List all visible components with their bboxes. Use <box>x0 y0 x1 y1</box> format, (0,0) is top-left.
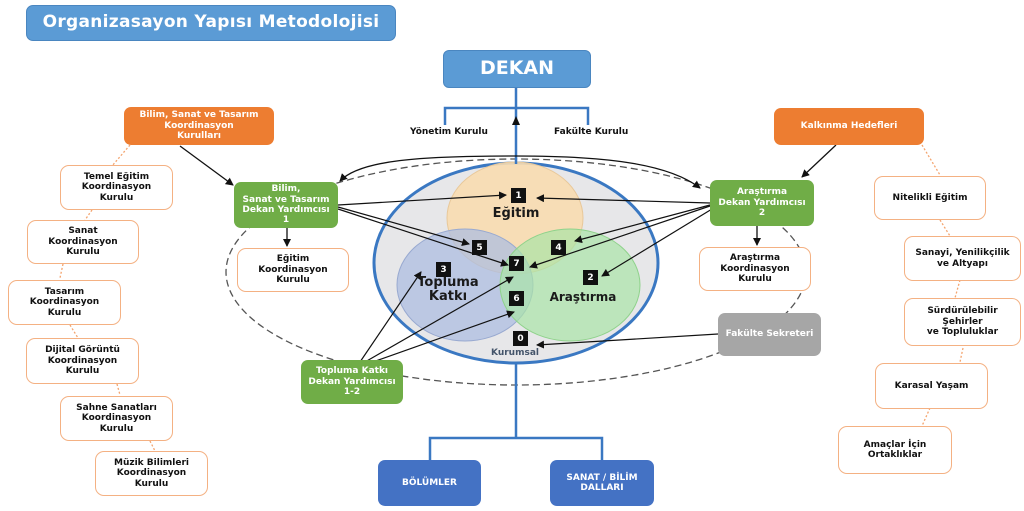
left-chain-item[interactable]: Temel Eğitim Koordinasyon Kurulu <box>60 165 173 210</box>
right-chain-links <box>921 144 964 427</box>
number-badge-4: 4 <box>551 240 566 255</box>
right-chain-item[interactable]: Karasal Yaşam <box>875 363 988 409</box>
sanat-bilim-dallari-box[interactable]: SANAT / BİLİM DALLARI <box>550 460 654 506</box>
arc-arrow-left <box>339 155 517 182</box>
dekan-box[interactable]: DEKAN <box>443 50 591 88</box>
bst-koordinasyon-kurullari-box[interactable]: Bilim, Sanat ve Tasarım Koordinasyon Kur… <box>124 107 274 145</box>
arc-arrow-right <box>515 155 701 189</box>
page-title: Organizasayon Yapısı Metodolojisi <box>26 5 396 41</box>
arrows-from-dy2 <box>529 194 713 277</box>
number-badge-6: 6 <box>509 291 524 306</box>
left-chain-item[interactable]: Sahne Sanatları Koordinasyon Kurulu <box>60 396 173 441</box>
arrow-secretary-to-kurumsal <box>536 333 719 349</box>
right-chain-item[interactable]: Nitelikli Eğitim <box>874 176 986 220</box>
dekan-yardimcisi-2-box[interactable]: Araştırma Dekan Yardımcısı 2 <box>710 180 814 226</box>
left-chain-item[interactable]: Müzik Bilimleri Koordinasyon Kurulu <box>95 451 208 496</box>
number-badge-2: 2 <box>583 270 598 285</box>
left-chain-item[interactable]: Tasarım Koordinasyon Kurulu <box>8 280 121 325</box>
left-chain-item[interactable]: Sanat Koordinasyon Kurulu <box>27 220 139 264</box>
number-badge-0: 0 <box>513 331 528 346</box>
dekan-yardimcisi-1-box[interactable]: Bilim, Sanat ve Tasarım Dekan Yardımcısı… <box>234 182 338 228</box>
venn-label-arastirma: Araştırma <box>549 290 617 304</box>
arrow-orange-to-green-left <box>179 145 234 186</box>
bolumler-box[interactable]: BÖLÜMLER <box>378 460 481 506</box>
fakulte-sekreteri-box[interactable]: Fakülte Sekreteri <box>718 313 821 356</box>
up-arrow <box>512 116 520 125</box>
arrows-from-dy12 <box>359 271 515 364</box>
number-badge-7: 7 <box>509 256 524 271</box>
arastirma-koordinasyon-kurulu-box[interactable]: Araştırma Koordinasyon Kurulu <box>699 247 811 291</box>
arastirma-circle <box>499 228 641 342</box>
number-badge-3: 3 <box>436 262 451 277</box>
hierarchy-lines <box>428 88 604 460</box>
venn-label-topluma-katki: Topluma Katkı <box>417 275 479 304</box>
right-chain-item[interactable]: Sürdürülebilir Şehirler ve Topluluklar <box>904 298 1021 346</box>
egitim-koordinasyon-kurulu-box[interactable]: Eğitim Koordinasyon Kurulu <box>237 248 349 292</box>
kalkinma-hedefleri-box[interactable]: Kalkınma Hedefleri <box>774 108 924 145</box>
right-chain-item[interactable]: Sanayi, Yenilikçilik ve Altyapı <box>904 236 1021 281</box>
arrow-orange-to-green-right <box>801 144 837 178</box>
number-badge-5: 5 <box>472 240 487 255</box>
number-badge-1: 1 <box>511 188 526 203</box>
venn-label-kurumsal: Kurumsal <box>491 348 539 358</box>
venn-label-egitim: Eğitim <box>492 206 540 221</box>
yonetim-kurulu-label: Yönetim Kurulu <box>410 127 488 137</box>
left-chain-item[interactable]: Dijital Görüntü Koordinasyon Kurulu <box>26 338 139 384</box>
fakulte-kurulu-label: Fakülte Kurulu <box>554 127 629 137</box>
left-chain-links <box>59 144 156 452</box>
right-chain-item[interactable]: Amaçlar İçin Ortaklıklar <box>838 426 952 474</box>
arrows-from-dy1 <box>337 191 509 267</box>
dekan-yardimcisi-1-2-box[interactable]: Topluma Katkı Dekan Yardımcısı 1-2 <box>301 360 403 404</box>
